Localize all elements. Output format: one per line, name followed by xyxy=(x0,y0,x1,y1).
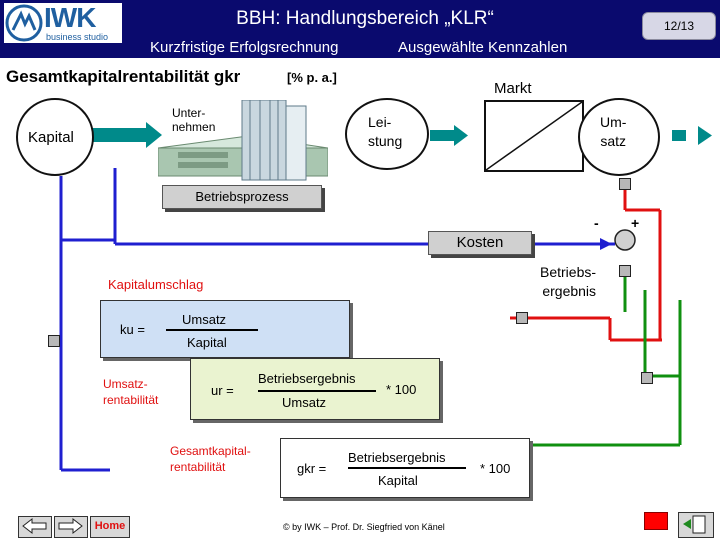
gkr-multiplier: * 100 xyxy=(480,461,511,476)
ur-multiplier: * 100 xyxy=(386,382,417,397)
ku-denominator: Kapital xyxy=(187,335,227,350)
factory-icon xyxy=(158,100,328,181)
connector-ku xyxy=(516,312,528,324)
connector-kapital xyxy=(48,335,60,347)
forward-button[interactable] xyxy=(54,516,88,538)
gkr-numerator: Betriebsergebnis xyxy=(348,450,446,465)
betriebsprozess-box: Betriebsprozess xyxy=(162,185,322,209)
arrow-left-icon xyxy=(22,517,47,535)
back-button[interactable] xyxy=(18,516,52,538)
flow-arrow-capital xyxy=(84,128,146,142)
connector-betriebsergebnis xyxy=(619,265,631,277)
ur-denominator: Umsatz xyxy=(282,395,327,410)
gkr-label: gkr = xyxy=(297,461,327,476)
page-number: 12/13 xyxy=(642,12,716,40)
exit-button[interactable] xyxy=(678,512,714,538)
logo-subtext: business studio xyxy=(46,32,109,42)
kosten-box: Kosten xyxy=(428,231,532,255)
ur-left-label: Umsatz-rentabilität xyxy=(103,377,159,407)
ur-label: ur = xyxy=(211,383,234,398)
copyright: © by IWK – Prof. Dr. Siegfried von Känel xyxy=(283,522,445,532)
umsatz-circle xyxy=(578,98,660,176)
connector-umsatz xyxy=(619,178,631,190)
subtitle-left: Kurzfristige Erfolgsrechnung xyxy=(150,39,339,56)
gkr-fraction-bar xyxy=(348,467,466,469)
umsatz-label: Um-satz xyxy=(600,114,627,149)
ku-label: ku = xyxy=(120,322,145,337)
main-title: Gesamtkapitalrentabilität gkr xyxy=(6,67,241,86)
ku-numerator: Umsatz xyxy=(182,312,227,327)
ur-formula-box xyxy=(190,358,440,420)
ku-fraction-bar xyxy=(166,329,258,331)
betriebsergebnis-label: Betriebs-ergebnis xyxy=(540,264,597,299)
leistung-circle xyxy=(345,98,429,170)
kapital-label: Kapital xyxy=(28,129,74,146)
leistung-label: Lei-stung xyxy=(368,114,403,149)
main-title-unit: [% p. a.] xyxy=(287,70,337,85)
subtitle-right: Ausgewählte Kennzahlen xyxy=(398,39,568,56)
connector-ur xyxy=(641,372,653,384)
ur-fraction-bar xyxy=(258,390,376,392)
markt-label: Markt xyxy=(494,80,532,97)
unternehmen-label: Unter-nehmen xyxy=(172,106,216,134)
home-button[interactable]: Home xyxy=(90,516,130,538)
plus-sign: + xyxy=(631,215,640,231)
arrow-right-icon xyxy=(58,517,83,535)
gkr-left-label: Gesamtkapital-rentabilität xyxy=(170,444,251,474)
markt-box xyxy=(484,100,584,172)
minus-sign: - xyxy=(594,215,599,231)
logo-emblem-icon xyxy=(5,4,43,42)
kapital-circle xyxy=(16,98,94,176)
ur-numerator: Betriebsergebnis xyxy=(258,371,356,386)
kapitalumschlag-label: Kapitalumschlag xyxy=(108,277,204,292)
sum-node xyxy=(614,229,636,251)
gkr-denominator: Kapital xyxy=(378,473,418,488)
logo-text: IWK xyxy=(44,2,96,33)
red-marker-button[interactable] xyxy=(644,512,668,530)
iwk-logo: IWK business studio xyxy=(4,2,122,43)
page-title: BBH: Handlungsbereich „KLR“ xyxy=(236,8,494,29)
exit-door-icon xyxy=(683,515,706,534)
market-diagonal-icon xyxy=(486,102,582,170)
